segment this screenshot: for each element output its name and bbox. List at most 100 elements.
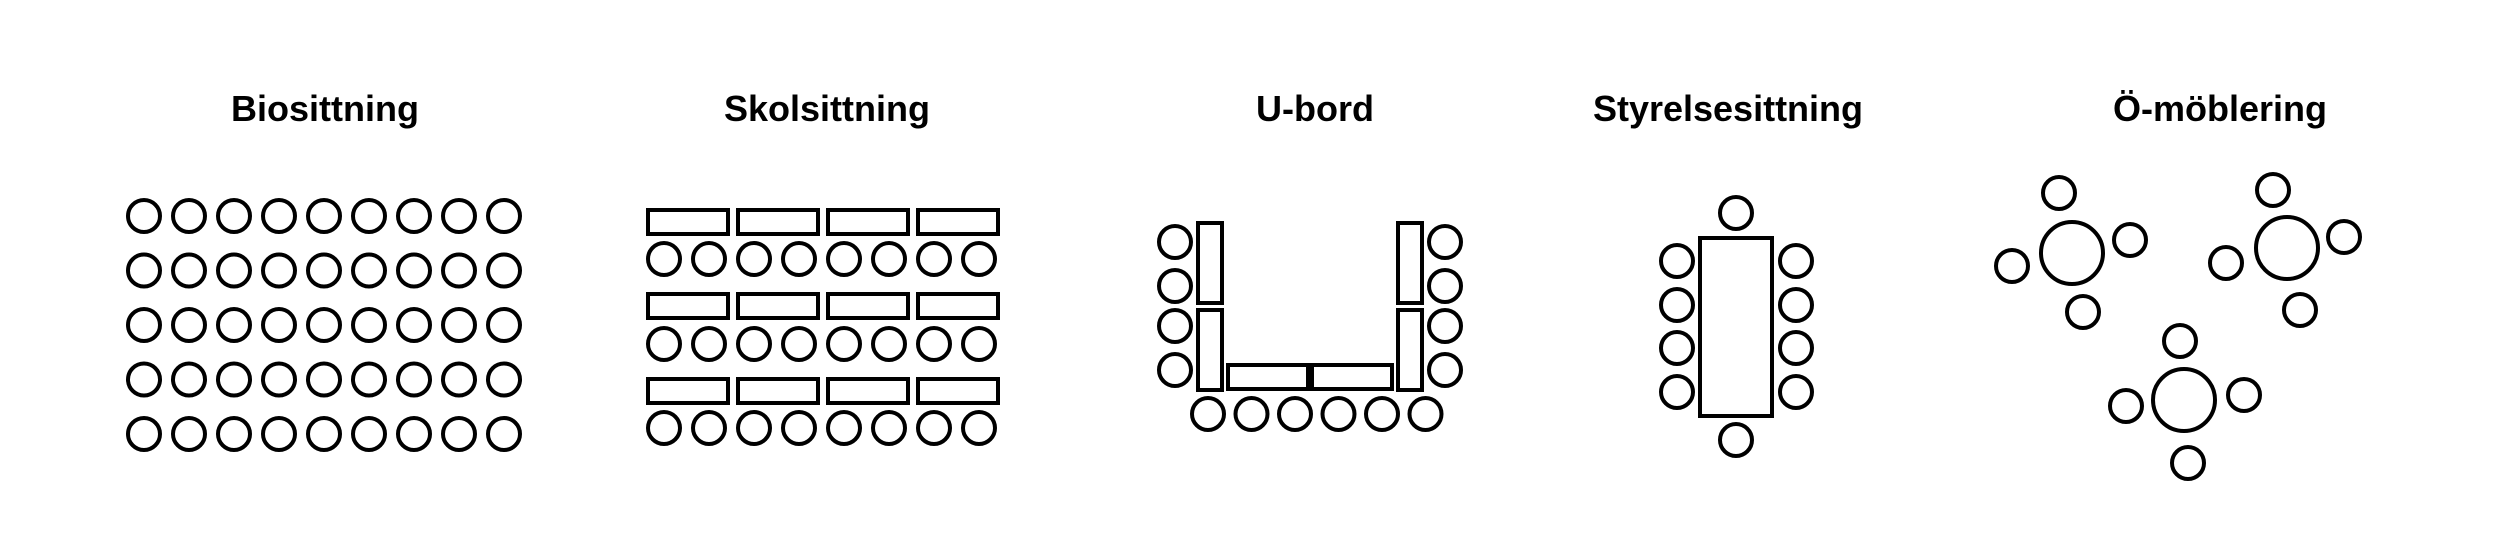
- chair: [1778, 243, 1814, 279]
- chair: [171, 307, 207, 343]
- desk: [646, 377, 730, 405]
- round-table: [2151, 367, 2217, 433]
- chair: [1778, 374, 1814, 410]
- chair: [2108, 388, 2144, 424]
- chair: [871, 326, 907, 362]
- chair: [1994, 248, 2030, 284]
- chair: [1659, 374, 1695, 410]
- chair: [216, 198, 252, 234]
- chair: [961, 326, 997, 362]
- layout-title-o-moblering: Ö-möblering: [2113, 88, 2327, 129]
- chair: [871, 410, 907, 446]
- u-bord-diagram: [1157, 221, 1463, 432]
- chair: [396, 416, 432, 452]
- table: [1396, 221, 1424, 305]
- chair: [486, 361, 522, 398]
- chair: [1407, 396, 1444, 432]
- layout-title-skolsittning: Skolsittning: [724, 88, 930, 129]
- chair: [1778, 287, 1814, 323]
- chair: [351, 252, 387, 289]
- chair: [261, 252, 297, 289]
- chair: [646, 241, 682, 277]
- chair: [441, 198, 477, 234]
- chair: [691, 326, 727, 362]
- chair: [306, 416, 342, 452]
- chair: [396, 252, 432, 289]
- chair: [2255, 172, 2291, 208]
- table: [1310, 363, 1394, 391]
- chair: [736, 241, 772, 277]
- chair: [1364, 396, 1400, 432]
- chair: [1277, 396, 1313, 432]
- chair: [916, 241, 952, 277]
- chair: [1320, 396, 1357, 432]
- chair: [826, 241, 862, 277]
- chair: [2170, 445, 2206, 481]
- chair: [2226, 377, 2262, 413]
- chair: [961, 410, 997, 446]
- chair: [826, 410, 862, 446]
- chair: [781, 326, 817, 362]
- chair: [126, 252, 162, 289]
- chair: [306, 252, 342, 289]
- chair: [871, 241, 907, 277]
- chair: [306, 307, 342, 343]
- styrelsesittning-diagram: [1659, 195, 1814, 458]
- chair: [261, 361, 297, 398]
- desk: [826, 208, 910, 236]
- desk: [826, 377, 910, 405]
- chair: [1157, 308, 1193, 344]
- chair: [826, 326, 862, 362]
- chair: [1659, 287, 1695, 323]
- chair: [2326, 219, 2362, 255]
- chair: [441, 307, 477, 343]
- desk: [736, 377, 820, 405]
- table: [1196, 308, 1224, 392]
- o-moblering-diagram: [1994, 172, 2362, 481]
- chair: [781, 241, 817, 277]
- chair: [216, 307, 252, 343]
- chair: [126, 416, 162, 452]
- chair: [171, 252, 207, 289]
- chair: [306, 198, 342, 234]
- chair: [1427, 268, 1463, 304]
- chair: [306, 361, 342, 398]
- layout-title-styrelsesittning: Styrelsesittning: [1592, 88, 1864, 129]
- chair: [1778, 330, 1814, 366]
- chair: [126, 307, 162, 343]
- chair: [646, 410, 682, 446]
- chair: [126, 198, 162, 234]
- skolsittning-diagram: [646, 208, 1000, 446]
- desk: [736, 208, 820, 236]
- chair: [216, 252, 252, 289]
- chair: [1157, 224, 1193, 260]
- chair: [441, 416, 477, 452]
- chair: [961, 241, 997, 277]
- chair: [2162, 323, 2198, 359]
- chair: [691, 241, 727, 277]
- chair: [216, 416, 252, 452]
- chair: [351, 361, 387, 398]
- chair: [1427, 352, 1463, 388]
- desk: [646, 208, 730, 236]
- chair: [2065, 294, 2101, 330]
- layout-title-biosittning: Biosittning: [231, 88, 419, 129]
- chair: [1659, 243, 1695, 279]
- chair: [736, 326, 772, 362]
- chair: [1718, 422, 1754, 458]
- chair: [781, 410, 817, 446]
- chair: [351, 416, 387, 452]
- chair: [351, 307, 387, 343]
- biosittning-diagram: [126, 198, 522, 452]
- chair: [2112, 222, 2148, 258]
- chair: [1233, 396, 1270, 432]
- chair: [441, 252, 477, 289]
- chair: [1157, 352, 1193, 388]
- table: [1396, 308, 1424, 392]
- chair: [261, 198, 297, 234]
- table: [1226, 363, 1310, 391]
- chair: [1427, 308, 1463, 344]
- chair: [261, 307, 297, 343]
- chair: [916, 326, 952, 362]
